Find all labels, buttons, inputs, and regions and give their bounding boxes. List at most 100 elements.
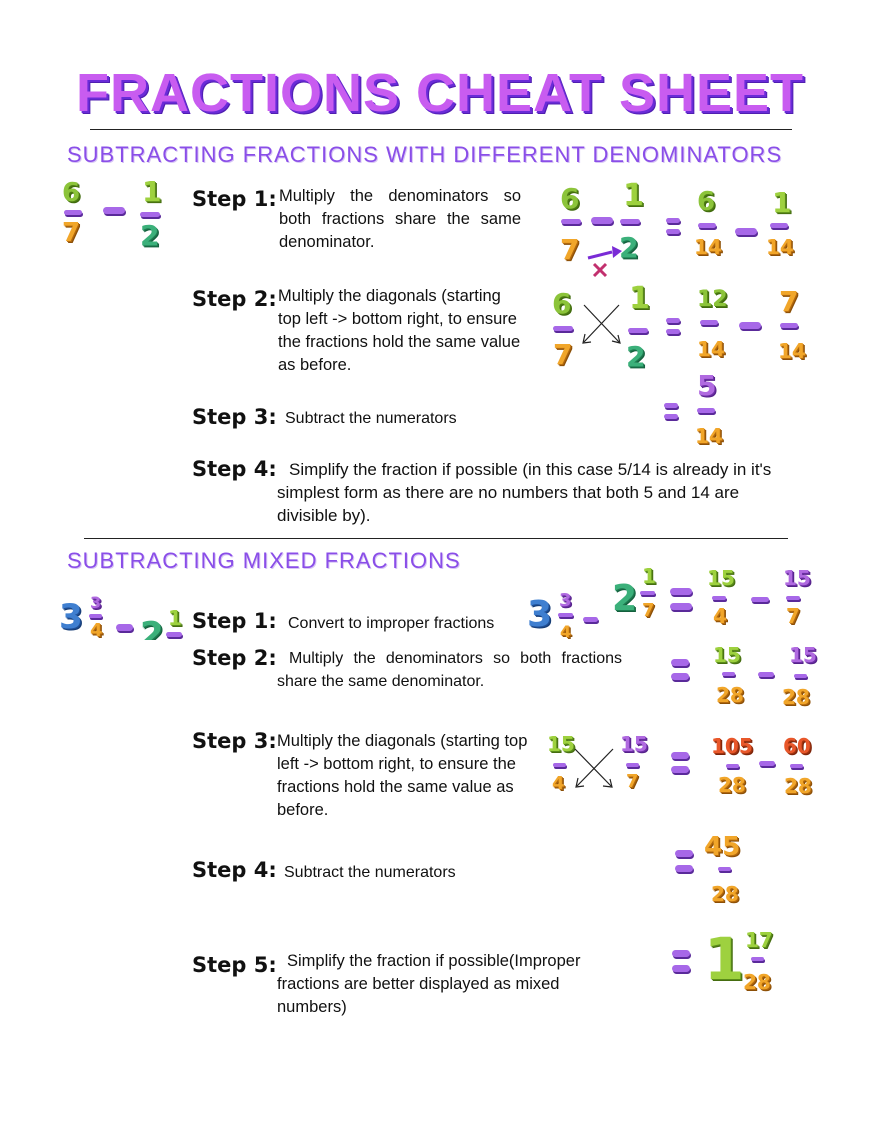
fraction-numerator: 12	[697, 287, 728, 312]
section2-heading: SUBTRACTING MIXED FRACTIONS	[67, 548, 461, 573]
minus-sign	[103, 207, 125, 214]
fraction-numerator: 15	[547, 732, 575, 756]
minus-sign	[751, 597, 769, 602]
equals-sign	[672, 950, 690, 957]
minus-sign	[116, 624, 133, 631]
minus-sign	[758, 672, 774, 677]
equals-sign	[671, 673, 689, 680]
section2-step1-text: Convert to improper fractions	[288, 615, 495, 632]
equals-sign	[664, 403, 678, 408]
fraction-bar	[89, 614, 102, 618]
fraction-bar	[712, 596, 726, 600]
section1-step4-text: Simplify the fraction if possible (in th…	[277, 458, 797, 527]
section1-step2-text: Multiply the diagonals (starting top lef…	[278, 287, 521, 374]
fraction-numerator: 15	[789, 643, 817, 667]
fraction-bar	[698, 223, 716, 228]
fraction-numerator: 15	[707, 566, 735, 590]
fraction-denominator: 28	[716, 683, 744, 707]
section1-step3-text: Subtract the numerators	[285, 410, 457, 427]
whole-number: 1	[704, 925, 745, 993]
equals-sign	[666, 218, 680, 223]
fraction-bar	[553, 326, 573, 331]
fraction-numerator: 7	[779, 285, 799, 318]
fraction-bar	[140, 212, 160, 217]
fraction-denominator: 7	[626, 771, 639, 792]
fraction-numerator: 15	[620, 732, 648, 756]
fraction-numerator: 1	[142, 175, 162, 208]
whole-number: 3	[59, 597, 83, 637]
fraction-numerator: 6	[560, 182, 580, 215]
fraction-denominator: 28	[718, 773, 746, 797]
clipped-mixed-number: 2 1	[140, 600, 190, 640]
fraction-numerator: 5	[697, 369, 717, 402]
equals-sign	[675, 865, 693, 872]
fraction-denominator: 2	[140, 219, 160, 252]
fraction-numerator: 3	[559, 590, 572, 611]
section2-step5-text: Simplify the fraction if possible(Improp…	[277, 952, 581, 1016]
fraction-denominator: 4	[90, 620, 103, 641]
fraction-denominator: 14	[694, 235, 722, 259]
fraction-bar	[770, 223, 788, 228]
fraction-denominator: 4	[560, 622, 572, 641]
equals-sign	[666, 329, 680, 334]
equals-sign	[675, 850, 693, 857]
whole-number: 2	[612, 578, 638, 619]
minus-sign	[583, 617, 598, 622]
fraction-denominator: 7	[786, 604, 800, 628]
fraction-bar	[794, 674, 807, 678]
equals-sign	[670, 588, 692, 595]
section1-step1-text: Multiply the denominators so both fracti…	[279, 187, 521, 251]
equals-sign	[670, 603, 692, 610]
fraction-denominator: 14	[697, 337, 725, 361]
fraction-bar	[640, 591, 655, 595]
section2-step2-label: Step 2:	[192, 646, 277, 670]
section2-step4-label: Step 4:	[192, 858, 277, 882]
fraction-numerator: 105	[711, 734, 753, 758]
fraction-numerator: 60	[783, 734, 811, 758]
fraction-bar	[561, 219, 581, 224]
fraction-numerator: 1	[772, 186, 792, 219]
fraction-denominator: 28	[743, 970, 771, 994]
fraction-numerator: 3	[90, 593, 102, 612]
whole-number: 2	[140, 615, 164, 640]
fraction-bar	[726, 764, 739, 768]
equals-sign	[672, 965, 690, 972]
fraction-bar	[718, 867, 731, 871]
fraction-bar	[553, 763, 566, 767]
section2-step5-label: Step 5:	[192, 953, 277, 977]
fraction-bar	[790, 764, 803, 768]
fraction-bar	[628, 328, 648, 333]
fraction-numerator: 6	[552, 287, 572, 320]
fraction-bar	[626, 763, 639, 767]
fraction-bar	[751, 957, 764, 961]
fraction-denominator: 14	[695, 424, 723, 448]
equals-sign	[666, 229, 680, 234]
fraction-denominator: 4	[552, 773, 565, 794]
section2-step2-text: Multiply the denominators so both fracti…	[277, 650, 622, 690]
page-title: FRACTIONS CHEAT SHEET	[75, 63, 804, 123]
fraction-bar	[722, 672, 735, 676]
fraction-numerator: 15	[783, 566, 811, 590]
equals-sign	[671, 766, 689, 773]
fraction-numerator: 1	[642, 564, 656, 588]
fraction-bar	[697, 408, 715, 413]
section1-step4-label: Step 4:	[192, 457, 277, 481]
fraction-bar	[780, 323, 798, 328]
title-divider	[90, 129, 792, 130]
fraction-numerator: 45	[704, 832, 741, 862]
section-divider	[84, 538, 788, 539]
equals-sign	[666, 318, 680, 323]
fraction-numerator: 15	[713, 643, 741, 667]
section1-heading: SUBTRACTING FRACTIONS WITH DIFFERENT DEN…	[67, 142, 783, 167]
minus-sign	[591, 217, 613, 224]
minus-sign	[739, 322, 761, 329]
fraction-bar	[700, 320, 718, 325]
section1-step2-label: Step 2:	[192, 287, 277, 311]
fraction-numerator: 6	[62, 178, 81, 208]
whole-number: 3	[527, 594, 553, 635]
section1-step4-text-body: Simplify the fraction if possible (in th…	[277, 460, 772, 525]
fraction-denominator: 28	[711, 882, 739, 906]
minus-sign	[759, 761, 775, 766]
